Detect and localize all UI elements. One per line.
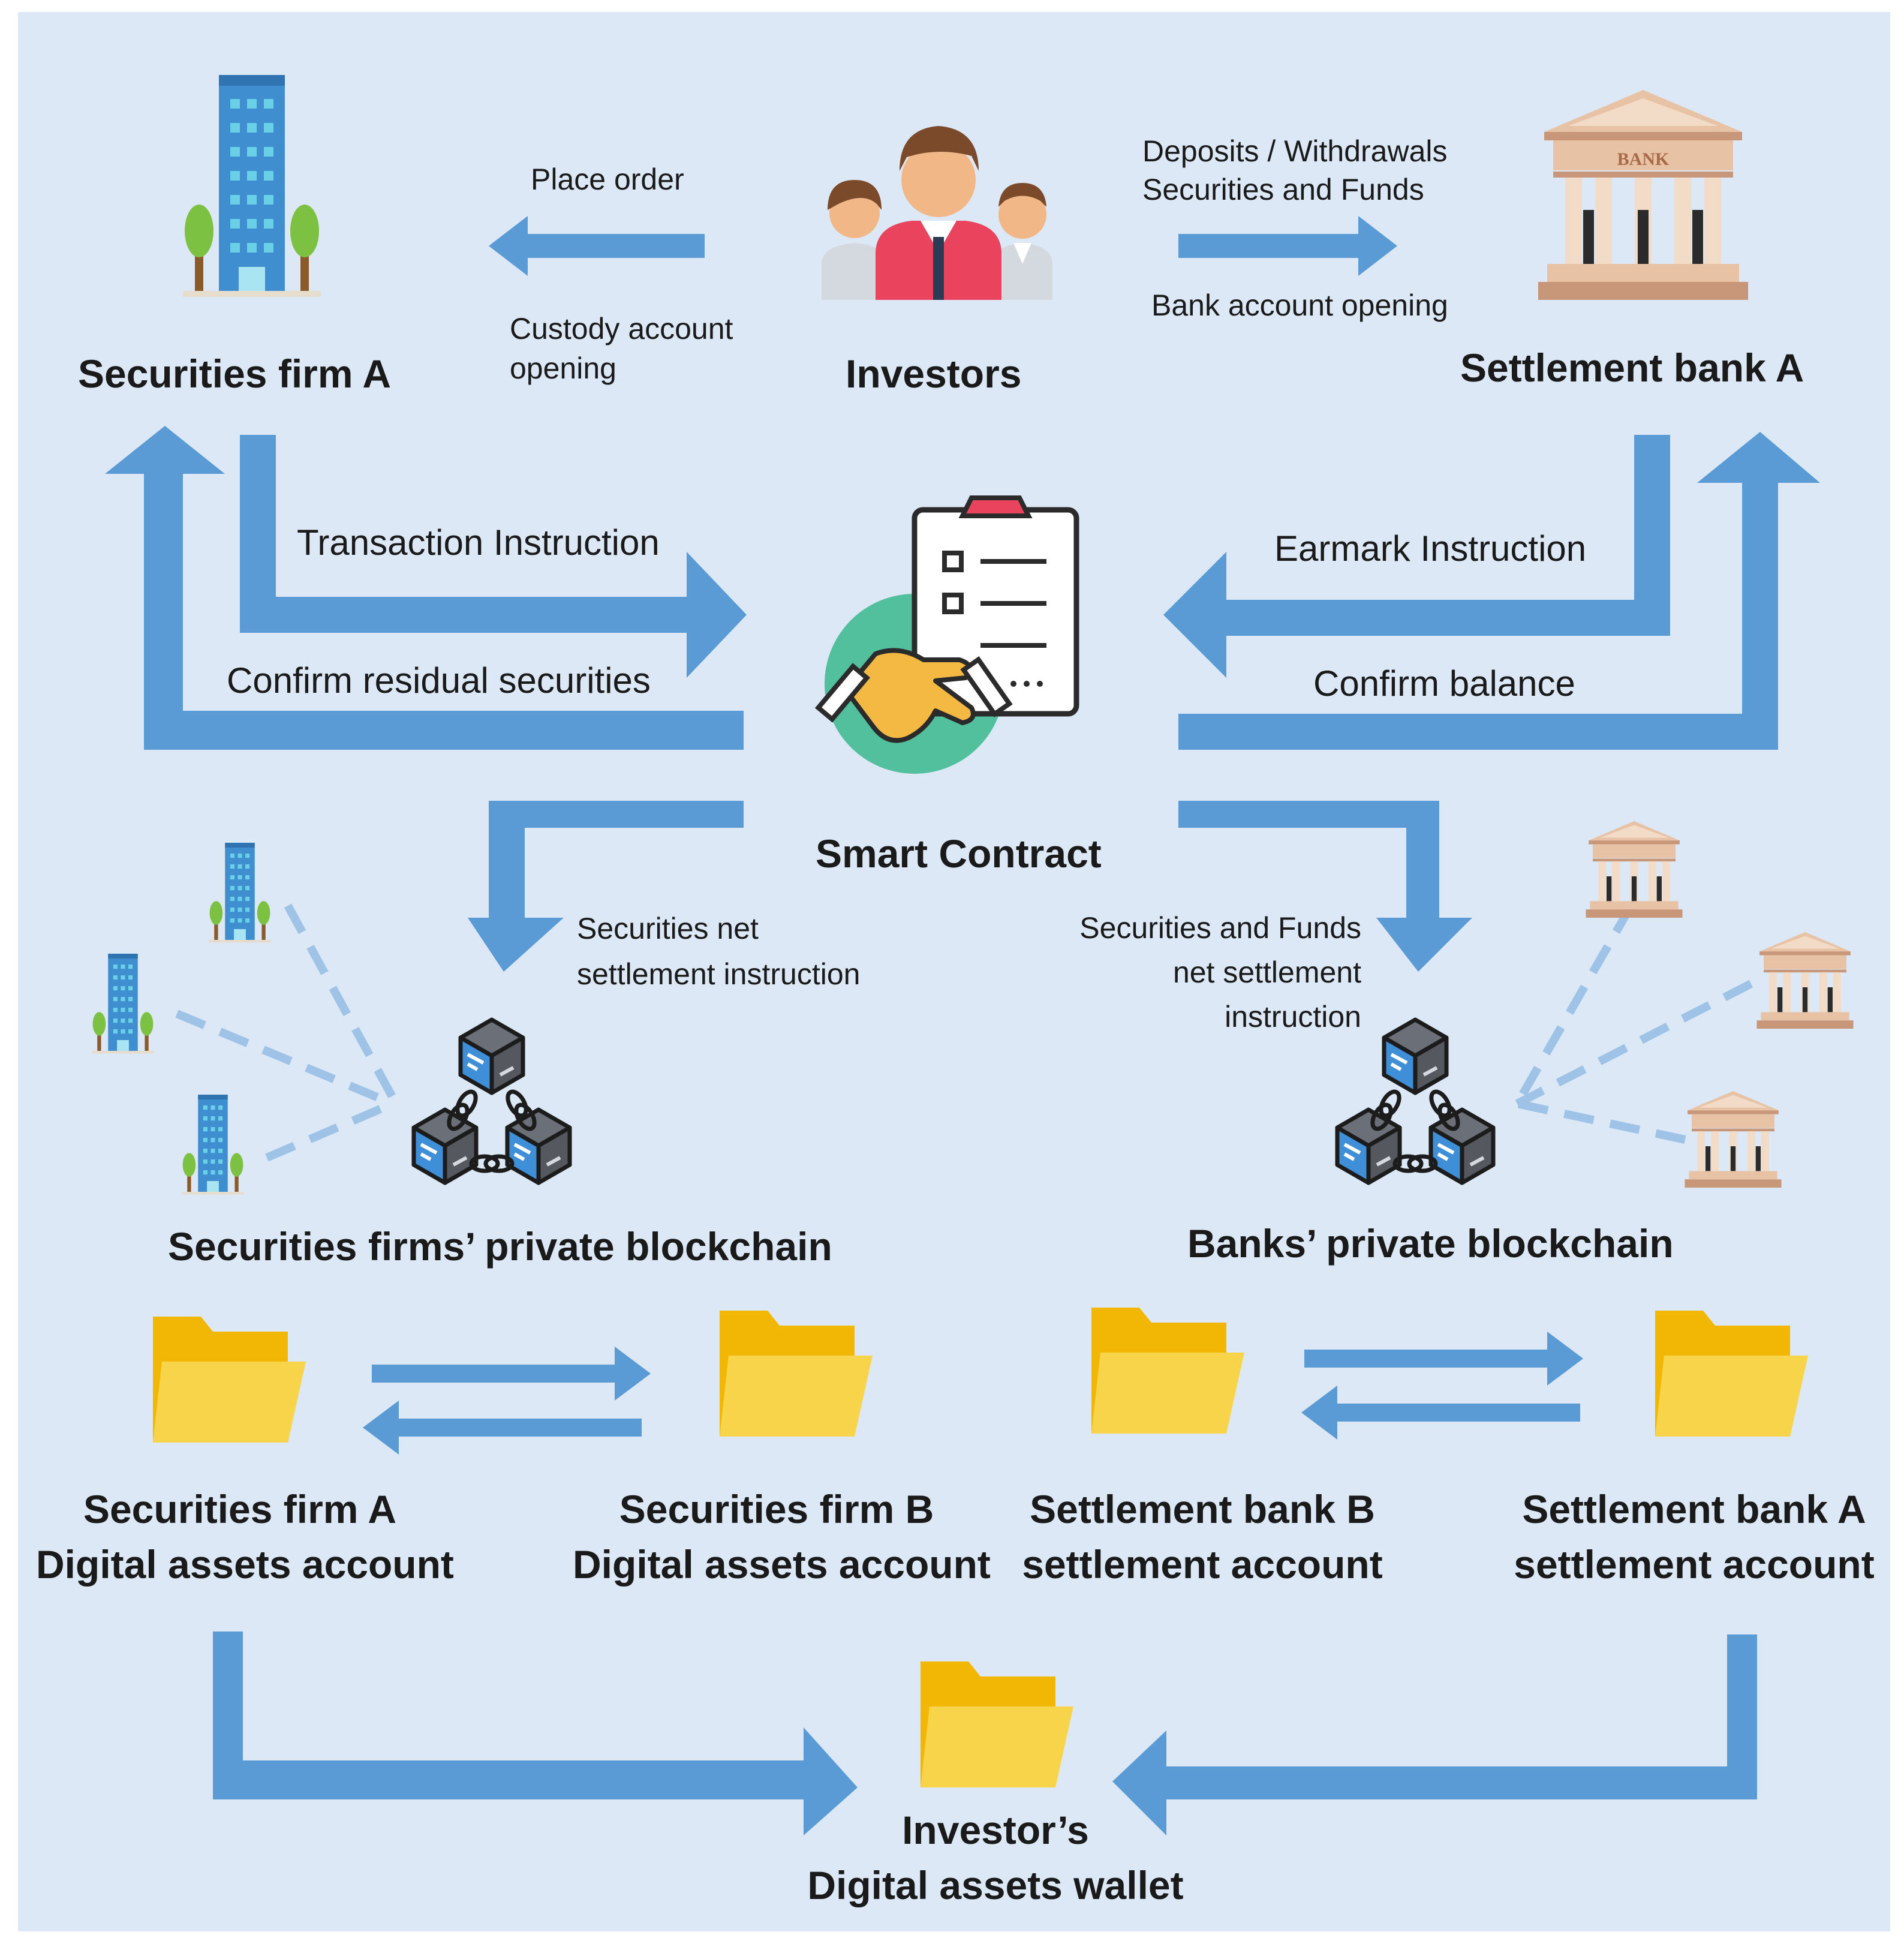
small-bank-icon [1586, 821, 1683, 918]
smart-contract-icon [814, 495, 1079, 774]
confirm-balance-label: Confirm balance [1313, 663, 1575, 704]
securities-net-label: Securities net settlement instruction [577, 912, 861, 991]
firm-b-account-label: Securities firm B Digital assets account [573, 1487, 991, 1587]
small-bank-icon [1685, 1091, 1782, 1188]
confirm-residual-label: Confirm residual securities [227, 660, 651, 701]
confirm-residual-arrow [105, 426, 744, 750]
securities-net-arrow [468, 801, 744, 972]
settlement-bank-a-icon [1538, 90, 1748, 300]
dashed-link [284, 903, 397, 1100]
wallet-folder-icon [921, 1661, 1073, 1787]
firm-b-to-a-arrow [363, 1401, 642, 1455]
bank-b-to-a-arrow [1304, 1332, 1583, 1386]
securities-chain-title: Securities firms’ private blockchain [168, 1224, 832, 1269]
place-order-label: Place order [531, 163, 684, 196]
small-bank-icon [1756, 932, 1854, 1029]
securities-firm-a-title: Securities firm A [78, 351, 392, 396]
firm-b-folder-icon [720, 1311, 873, 1437]
place-order-arrow [489, 216, 705, 276]
wallet-label: Investor’s Digital assets wallet [807, 1808, 1184, 1907]
earmark-instruction-arrow [1163, 435, 1670, 678]
dashed-link [175, 1009, 395, 1108]
firm-to-wallet-arrow [213, 1631, 858, 1835]
bank-a-to-b-arrow [1301, 1386, 1580, 1440]
bank-sign: BANK [1617, 149, 1670, 169]
bank-b-folder-icon [1091, 1308, 1244, 1434]
firm-a-account-label: Securities firm A Digital assets account [36, 1487, 454, 1587]
dashed-link [1513, 903, 1635, 1106]
funds-net-label: Securities and Funds net settlement inst… [1079, 911, 1361, 1033]
investors-icon [822, 126, 1052, 300]
confirm-balance-arrow [1178, 432, 1820, 750]
investors-title: Investors [846, 351, 1022, 396]
deposits-arrow [1178, 216, 1397, 276]
custody-label: Custody account opening [510, 312, 733, 385]
dashed-link [1516, 1099, 1686, 1144]
earmark-instruction-label: Earmark Instruction [1274, 528, 1587, 569]
bank-a-account-label: Settlement bank A settlement account [1514, 1487, 1875, 1587]
bank-to-wallet-arrow [1112, 1634, 1757, 1835]
deposits-label: Deposits / Withdrawals Securities and Fu… [1142, 134, 1448, 206]
funds-net-arrow [1178, 801, 1472, 972]
banks-chain-title: Banks’ private blockchain [1187, 1221, 1674, 1266]
firm-a-folder-icon [153, 1317, 306, 1443]
bank-a-folder-icon [1655, 1311, 1808, 1437]
dashed-link [265, 1099, 395, 1162]
diagram-background [18, 12, 1890, 1931]
settlement-bank-a-title: Settlement bank A [1460, 345, 1804, 390]
bank-account-opening-label: Bank account opening [1151, 289, 1448, 322]
transaction-instruction-arrow [240, 435, 747, 678]
firm-a-to-b-arrow [372, 1347, 651, 1401]
bank-b-account-label: Settlement bank B settlement account [1022, 1487, 1383, 1587]
smart-contract-title: Smart Contract [816, 831, 1102, 876]
transaction-instruction-label: Transaction Instruction [297, 522, 660, 563]
